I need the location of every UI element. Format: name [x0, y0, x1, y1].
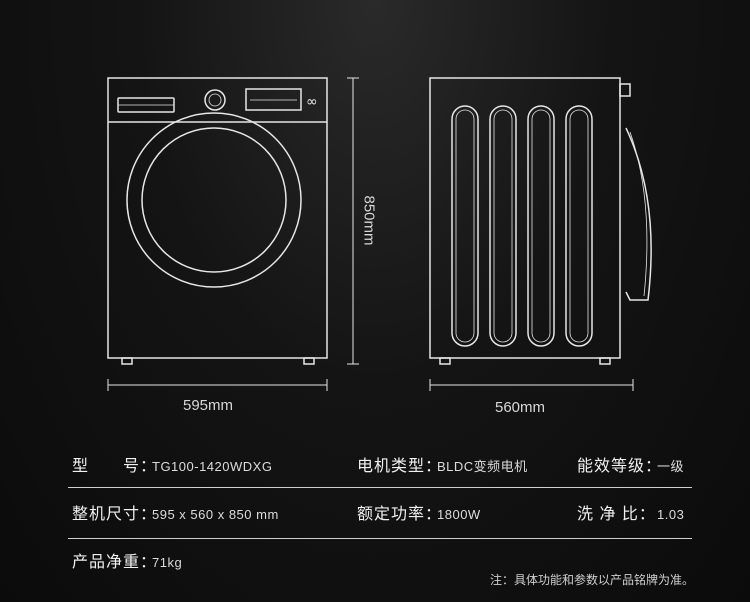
spec-value-size: 595 x 560 x 850 mm — [152, 507, 279, 522]
footnote: 注：具体功能和参数以产品铭牌为准。 — [490, 573, 695, 587]
spec-value-power: 1800W — [437, 507, 481, 522]
spec-row-2: 整机尺寸： 595 x 560 x 850 mm 额定功率： 1800W 洗 净… — [72, 500, 692, 530]
spec-key-size: 整机尺寸： — [72, 506, 158, 523]
spec-row-3: 产品净重： 71kg — [72, 548, 692, 578]
spec-key-wash-ratio: 洗 净 比： — [577, 506, 656, 523]
door-inner — [141, 127, 287, 273]
spec-value-weight: 71kg — [152, 555, 183, 570]
side-rib-2 — [489, 105, 517, 347]
spec-key-motor: 电机类型： — [357, 458, 443, 475]
divider-2 — [68, 538, 692, 539]
side-door-profile — [625, 127, 652, 301]
side-rib-3 — [527, 105, 555, 347]
spec-value-efficiency: 一级 — [657, 459, 685, 474]
program-knob-icon — [204, 89, 226, 111]
front-view-body — [107, 77, 328, 359]
spec-key-weight: 产品净重： — [72, 554, 158, 571]
washer-dimension-drawing: ∞ — [107, 77, 652, 391]
depth-dimension-label: 560mm — [495, 399, 546, 416]
spec-row-1: 型 号： TG100-1420WDXG 电机类型： BLDC变频电机 能效等级：… — [72, 452, 692, 482]
side-rib-1 — [451, 105, 479, 347]
spec-value-motor: BLDC变频电机 — [437, 459, 528, 474]
svg-text:∞: ∞ — [306, 94, 318, 110]
door-outer — [126, 112, 302, 288]
spec-key-efficiency: 能效等级： — [577, 458, 663, 475]
spec-value-wash-ratio: 1.03 — [657, 507, 685, 522]
spec-value-model: TG100-1420WDXG — [152, 459, 273, 474]
side-rib-4 — [565, 105, 593, 347]
divider-1 — [68, 487, 692, 488]
spec-key-model: 型 号： — [72, 458, 158, 475]
spec-key-power: 额定功率： — [357, 506, 443, 523]
width-dimension-label: 595mm — [183, 397, 234, 414]
height-dimension-label: 850mm — [360, 195, 378, 246]
display-panel — [245, 88, 302, 111]
side-view-body — [429, 77, 621, 359]
